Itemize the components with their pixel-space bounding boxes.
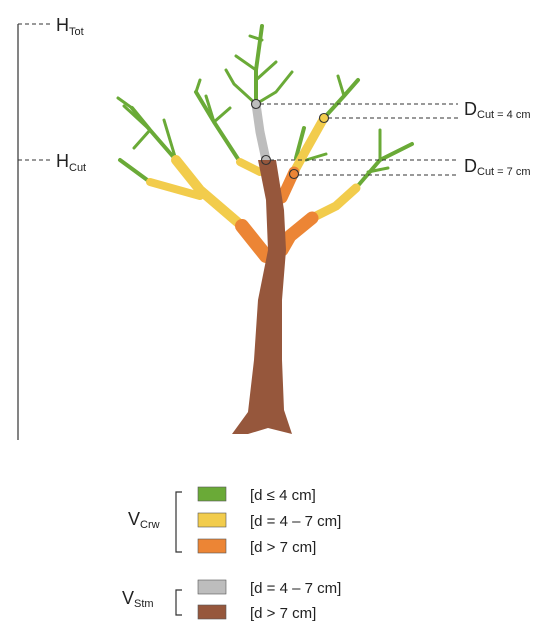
stem-grey — [251, 99, 271, 165]
height-axis: HTot HCut — [17, 15, 86, 440]
left-twig-2 — [122, 104, 152, 132]
center-left-branch-yellow — [236, 158, 264, 176]
top-twig-3 — [254, 60, 278, 82]
dcut-4cm-label: DCut = 4 cm — [464, 99, 531, 121]
crown-volume-label: VCrw — [128, 509, 160, 531]
legend-swatch-stem-thick — [197, 604, 227, 620]
legend-swatch-branch-mid — [197, 512, 227, 528]
legend-label-stem-mid: [d = 4 – 7 cm] — [250, 580, 341, 597]
diameter-annotations: DCut = 4 cm DCut = 7 cm — [260, 99, 531, 178]
center-left-twig-2 — [212, 106, 232, 124]
center-left-twig-3 — [194, 78, 202, 94]
legend-label-branch-mid: [d = 4 – 7 cm] — [250, 513, 341, 530]
right-branch-orange — [275, 211, 319, 257]
right-twig-5 — [354, 142, 414, 190]
right-twig-2 — [336, 74, 346, 98]
left-twig-5 — [118, 158, 152, 184]
stem-volume-label: VStm — [122, 588, 154, 610]
tree — [116, 24, 414, 434]
right-twig-4 — [304, 152, 328, 162]
top-twig-4 — [224, 68, 258, 106]
center-left-twig-1 — [194, 90, 242, 164]
dcut-7cm-label: DCut = 7 cm — [464, 156, 531, 178]
left-branch-orange — [235, 219, 273, 263]
cut-marker-center-branch — [288, 168, 300, 180]
left-twig-3 — [132, 128, 152, 150]
legend-label-stem-thick: [d > 7 cm] — [250, 605, 316, 622]
total-height-label: HTot — [56, 15, 84, 38]
top-twig-6 — [248, 34, 264, 42]
legend-swatch-stem-mid — [197, 579, 227, 595]
legend-swatch-twig — [197, 486, 227, 502]
right-twig-3 — [294, 126, 306, 160]
left-branch-yellow — [171, 155, 247, 231]
right-twig-7 — [366, 166, 390, 174]
legend-swatch-branch-thick — [197, 538, 227, 554]
legend-label-twig: [d ≤ 4 cm] — [250, 487, 316, 504]
right-branch-yellow — [289, 113, 329, 177]
cut-height-label: HCut — [56, 151, 86, 174]
twigs-green — [116, 24, 414, 190]
far-left-branch-yellow — [146, 178, 204, 200]
left-twig-6 — [162, 118, 178, 162]
crown-volume-bracket — [175, 491, 182, 553]
branches-yellow — [146, 113, 361, 231]
left-twig-4 — [116, 96, 134, 110]
legend: VCrw VStm [d ≤ 4 cm] [d = 4 – 7 cm] [d >… — [122, 486, 341, 622]
top-twig-2 — [234, 54, 258, 72]
top-twig-5 — [254, 70, 294, 106]
center-left-twig-4 — [204, 94, 216, 124]
far-right-branch-yellow — [307, 183, 361, 223]
stem-volume-bracket — [175, 589, 182, 616]
legend-label-branch-thick: [d > 7 cm] — [250, 539, 316, 556]
stem-brown — [232, 160, 292, 434]
center-branch-orange — [276, 166, 300, 204]
